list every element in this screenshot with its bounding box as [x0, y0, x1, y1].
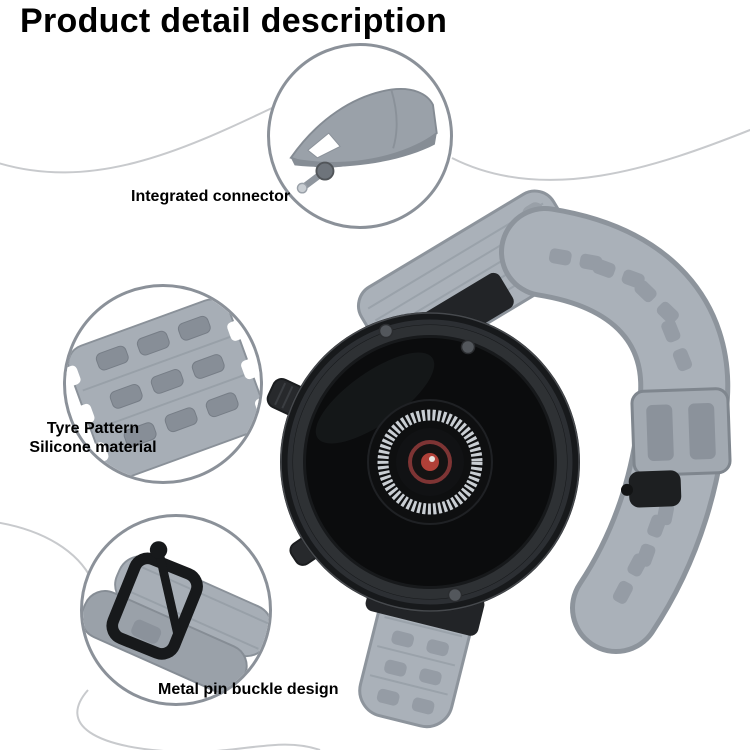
- buckle-zoom-art: [83, 541, 269, 694]
- sensor: [367, 399, 493, 525]
- label-integrated-connector: Integrated connector: [131, 188, 291, 205]
- strap-buckle: [620, 387, 732, 508]
- callout-connector-circle: [267, 43, 453, 229]
- lug-screws: [378, 323, 476, 603]
- label-metal-pin-buckle: Metal pin buckle design: [158, 681, 339, 698]
- right-strap: [499, 206, 732, 654]
- decorative-lines: [0, 107, 750, 750]
- sensor-red-dot: [421, 453, 439, 471]
- buckle-clasp: [628, 470, 682, 508]
- label-tyre-line1: Tyre Pattern: [46, 420, 140, 437]
- tyre-pattern-zoom-art: [66, 298, 260, 480]
- page-title: Product detail description: [20, 2, 448, 40]
- label-tyre-pattern: Tyre Pattern Silicone material: [14, 420, 172, 458]
- metal-pin-buckle: [106, 541, 203, 660]
- callout-tyre-circle: [63, 284, 263, 484]
- callout-buckle-circle: [80, 514, 272, 706]
- label-tyre-line2: Silicone material: [29, 438, 157, 456]
- connector-zoom-art: [289, 88, 438, 194]
- glass-reflection: [315, 352, 435, 444]
- watch-face: [280, 312, 580, 612]
